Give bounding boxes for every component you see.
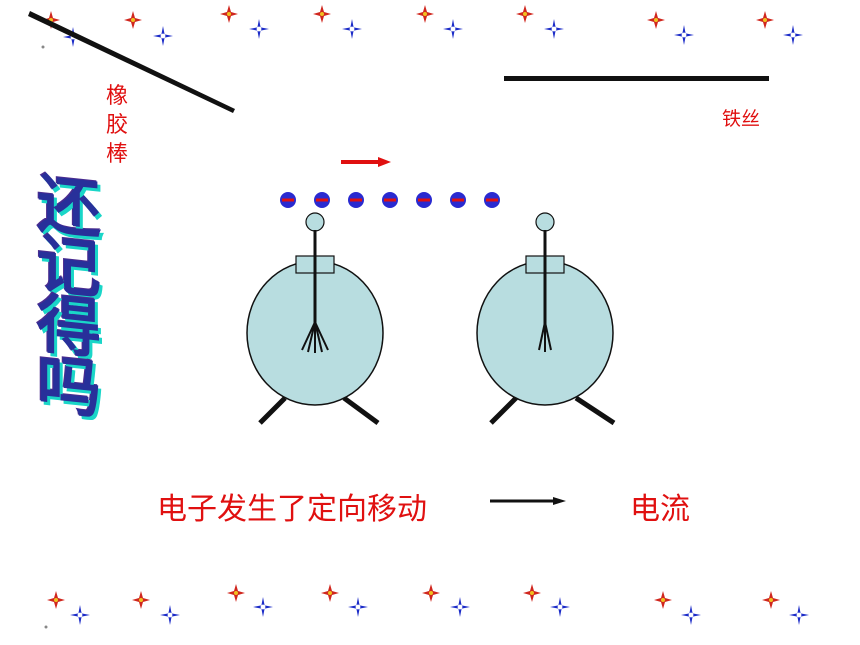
sparkle-icon	[550, 597, 570, 617]
electron-icon	[416, 192, 432, 208]
side-title-char: 吗	[37, 347, 101, 429]
sparkle-icon	[124, 11, 142, 29]
sparkle-icon	[47, 591, 65, 609]
iron-wire	[504, 76, 769, 81]
sparkle-icon	[544, 19, 564, 39]
sparkle-icon	[783, 25, 803, 45]
electron-icon	[382, 192, 398, 208]
electron-icon	[484, 192, 500, 208]
sparkle-icon	[220, 5, 238, 23]
sparkle-icon	[443, 19, 463, 39]
sparkle-icon	[321, 584, 339, 602]
rubber-rod-label-char: 胶	[105, 113, 128, 138]
caption-text: 电子发生了定向移动	[157, 492, 427, 527]
sparkle-icon	[681, 605, 701, 625]
sparkle-icon	[762, 591, 780, 609]
sparkle-icon	[654, 591, 672, 609]
sparkle-row-bottom	[47, 584, 809, 625]
sparkle-icon	[789, 605, 809, 625]
arrow-right-icon	[490, 497, 566, 505]
rubber-rod-label-char: 棒	[105, 142, 128, 167]
sparkle-icon	[647, 11, 665, 29]
side-title: 还 记 得 吗	[14, 168, 124, 429]
sparkle-icon	[450, 597, 470, 617]
sparkle-icon	[416, 5, 434, 23]
electron-icon	[450, 192, 466, 208]
sparkle-icon	[70, 605, 90, 625]
sparkle-row-top	[42, 5, 803, 47]
electron-icon	[348, 192, 364, 208]
rubber-rod-label-char: 橡	[105, 84, 128, 109]
electron-row	[280, 192, 500, 208]
dot-mark	[44, 625, 48, 629]
electron-icon	[314, 192, 330, 208]
sparkle-icon	[516, 5, 534, 23]
iron-wire-label: 铁丝	[722, 108, 761, 130]
sparkle-icon	[313, 5, 331, 23]
sparkle-icon	[153, 26, 173, 46]
sparkle-icon	[132, 591, 150, 609]
sparkle-icon	[756, 11, 774, 29]
sparkle-icon	[348, 597, 368, 617]
electroscope-left	[246, 212, 384, 426]
arrow-right-icon	[341, 157, 391, 167]
rubber-rod	[28, 11, 235, 113]
electroscope-right	[476, 212, 616, 426]
sparkle-icon	[160, 605, 180, 625]
sparkle-icon	[422, 584, 440, 602]
sparkle-icon	[227, 584, 245, 602]
sparkle-icon	[674, 25, 694, 45]
result-text: 电流	[630, 492, 690, 527]
sparkle-icon	[342, 19, 362, 39]
dot-mark	[41, 45, 45, 49]
sparkle-icon	[523, 584, 541, 602]
sparkle-icon	[253, 597, 273, 617]
rubber-rod-label: 橡 胶 棒	[102, 82, 132, 169]
electron-icon	[280, 192, 296, 208]
sparkle-icon	[249, 19, 269, 39]
